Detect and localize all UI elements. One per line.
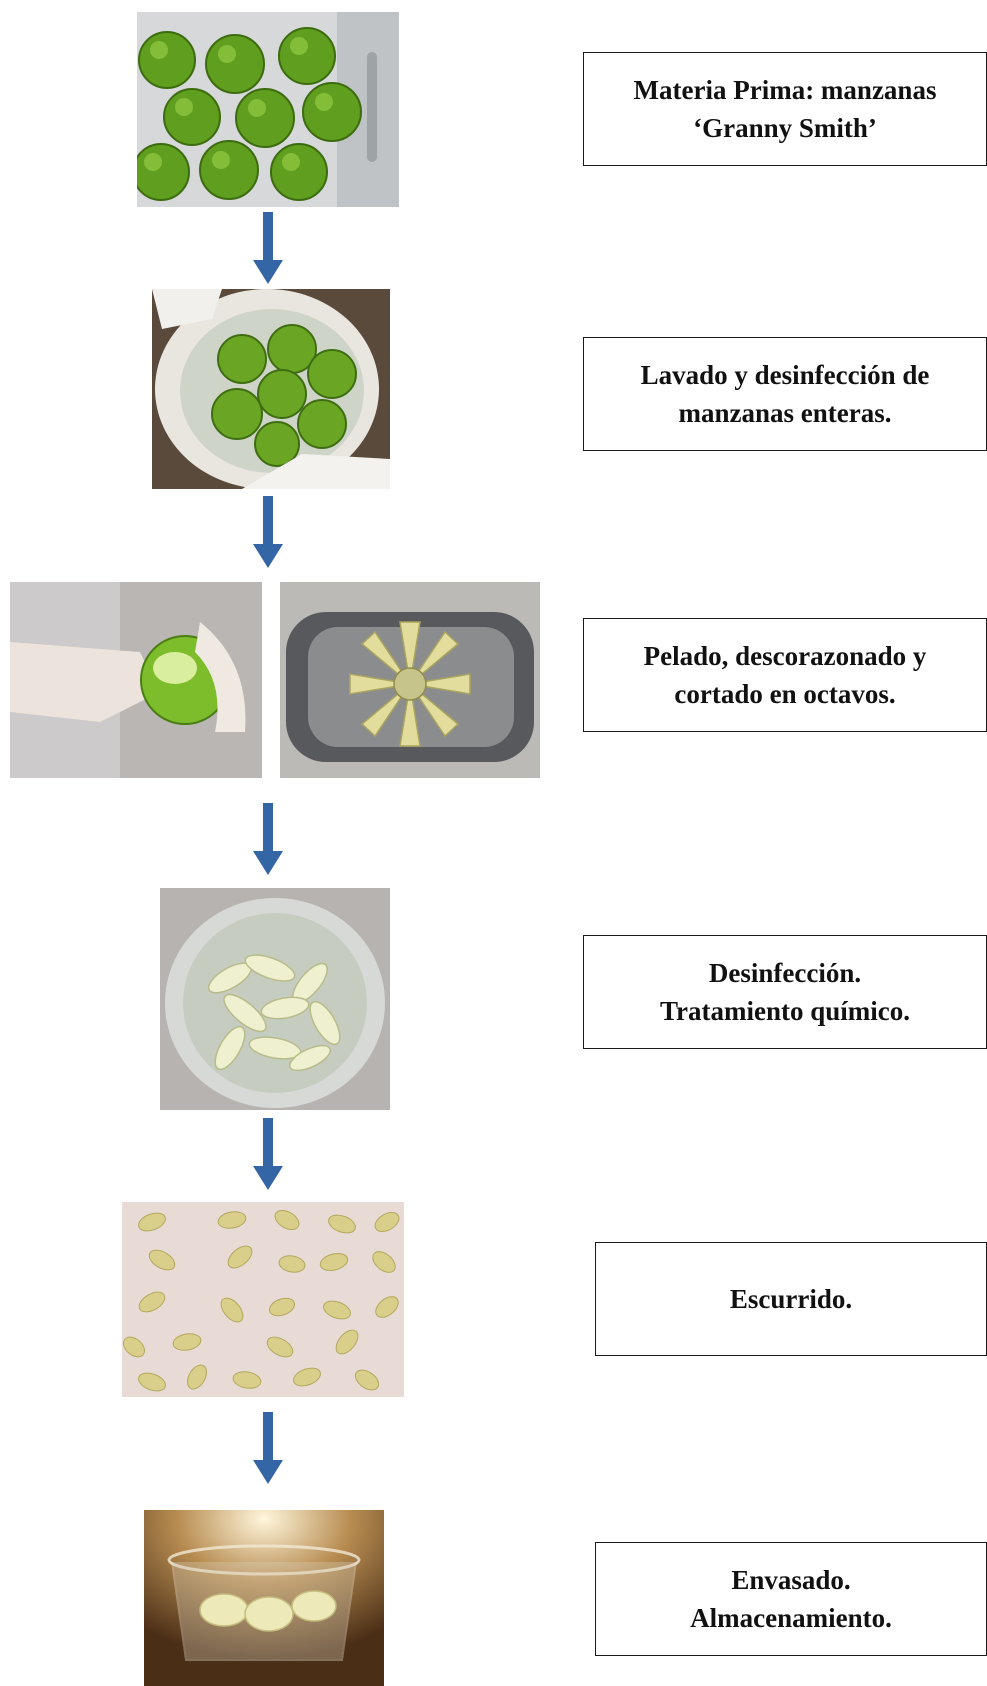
step-4-line-1: Desinfección. [708, 958, 862, 988]
arrow-down-icon [253, 803, 283, 875]
photo-draining-slices [122, 1202, 404, 1397]
photo-slices-bowl [160, 888, 390, 1110]
photo-packaged [144, 1510, 384, 1686]
step-box-desinfeccion: Desinfección. Tratamiento químico. [583, 935, 987, 1049]
step-box-materia-prima: Materia Prima: manzanas ‘Granny Smith’ [583, 52, 987, 166]
step-6-line-1: Envasado. [731, 1565, 851, 1595]
photo-corer [280, 582, 540, 778]
step-4-line-2: Tratamiento químico. [660, 996, 910, 1026]
arrow-down-icon [253, 1412, 283, 1484]
step-1-line-2: ‘Granny Smith’ [693, 113, 877, 143]
step-box-envasado: Envasado. Almacenamiento. [595, 1542, 987, 1656]
step-3-line-1: Pelado, descorazonado y [643, 641, 927, 671]
step-box-lavado: Lavado y desinfección de manzanas entera… [583, 337, 987, 451]
photo-whole-apples [137, 12, 399, 207]
step-6-line-2: Almacenamiento. [690, 1603, 892, 1633]
step-2-line-2: manzanas enteras. [678, 398, 892, 428]
step-box-escurrido: Escurrido. [595, 1242, 987, 1356]
arrow-down-icon [253, 212, 283, 284]
arrow-down-icon [253, 496, 283, 568]
step-box-pelado: Pelado, descorazonado y cortado en octav… [583, 618, 987, 732]
step-3-line-2: cortado en octavos. [674, 679, 896, 709]
step-2-line-1: Lavado y desinfección de [640, 360, 930, 390]
photo-washing-apples [152, 289, 390, 489]
arrow-down-icon [253, 1118, 283, 1190]
step-1-line-1: Materia Prima: manzanas [633, 75, 937, 105]
step-5-line-1: Escurrido. [729, 1284, 853, 1314]
photo-peeling [10, 582, 262, 778]
